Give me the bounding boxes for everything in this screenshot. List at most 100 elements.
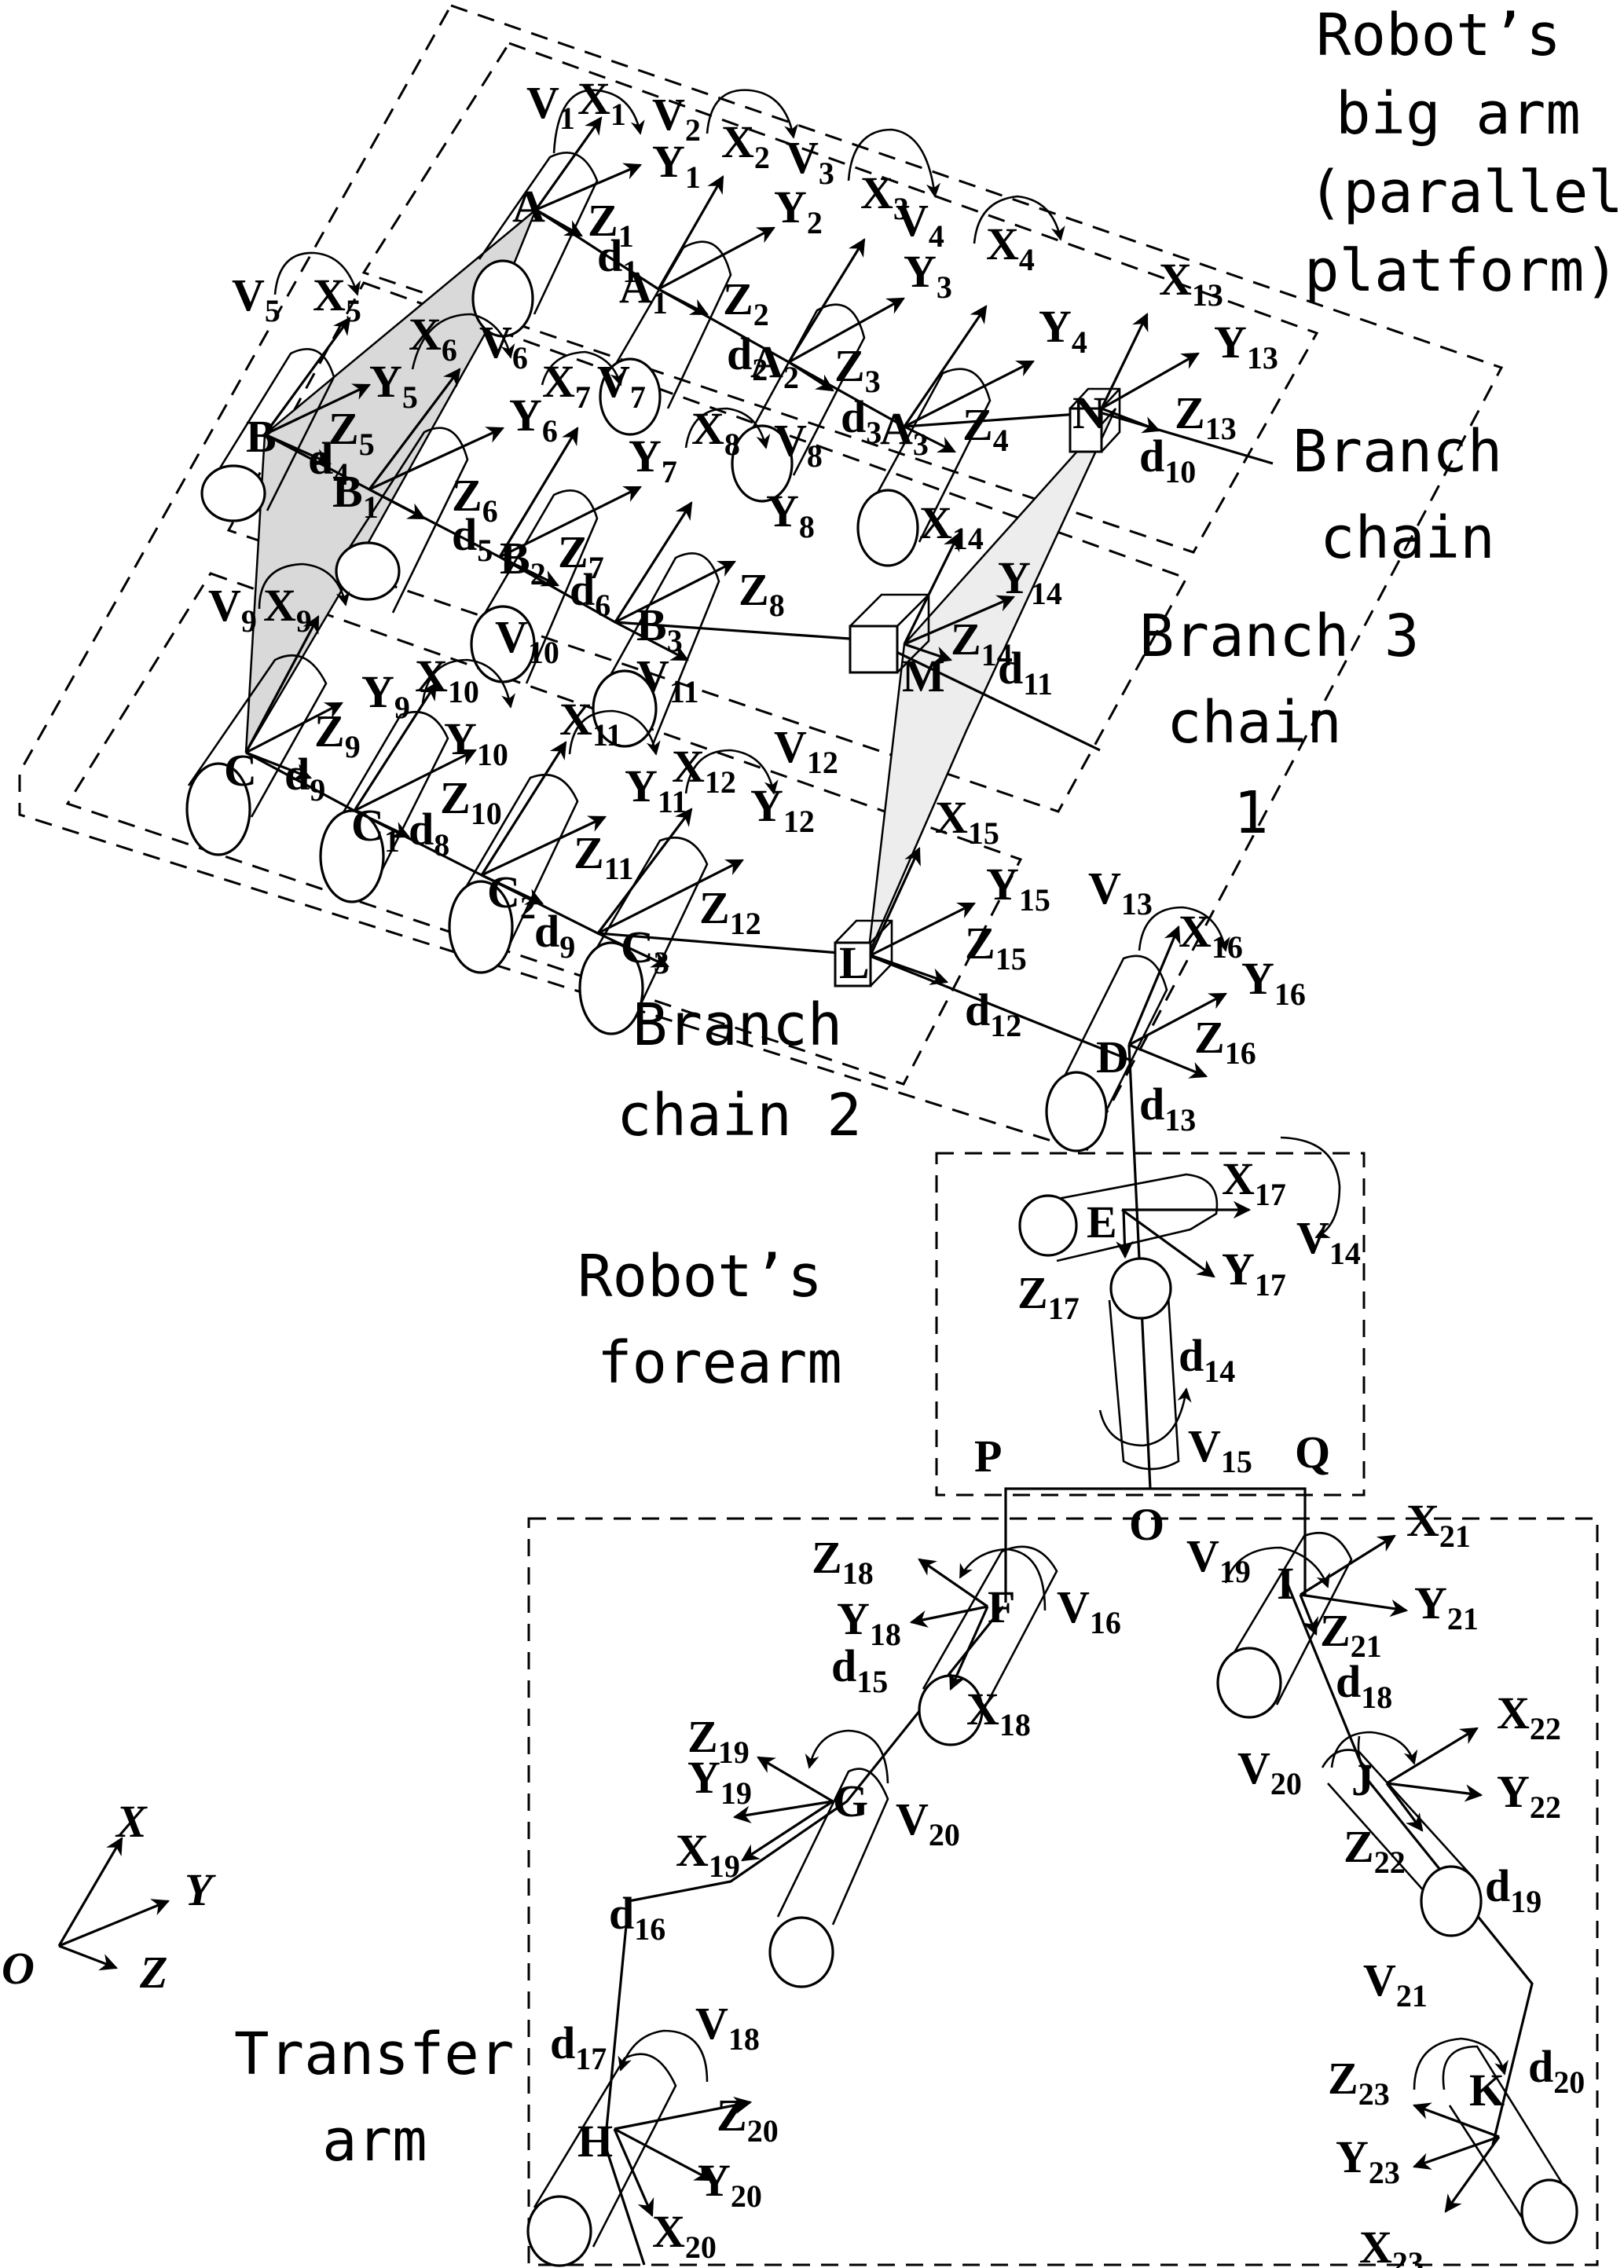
caption-big-arm: Robot’s big arm (parallel platform)	[1304, 2, 1624, 305]
axis-label-Y17: Y17	[1222, 1244, 1286, 1303]
axis-label-Z3: Z3	[834, 340, 881, 399]
pq-bar	[1004, 1487, 1307, 1603]
axis-label-Z4: Z4	[962, 399, 1009, 458]
axis-label-Y3: Y3	[904, 246, 952, 305]
cylinder-D	[1045, 954, 1168, 1152]
rotation-arcs	[258, 89, 1509, 2090]
branch-chain-1-box	[361, 42, 1319, 554]
axis-label-X9: X9	[263, 580, 312, 639]
distance-label-d18: d18	[1336, 1656, 1392, 1715]
joint-label-B: B	[246, 411, 277, 462]
caption-branch-chain-3: Branch 3 chain	[1139, 603, 1454, 757]
axis-label-X12: X12	[672, 741, 736, 800]
joint-label-G: G	[833, 1775, 868, 1826]
axis-label-Z16: Z16	[1194, 1012, 1256, 1071]
distance-label-d15: d15	[831, 1640, 888, 1699]
cylinder-E	[1018, 1173, 1219, 1262]
joint-label-J: J	[1351, 1754, 1374, 1805]
distance-label-d20: d20	[1528, 2041, 1585, 2100]
distance-label-d14: d14	[1179, 1330, 1235, 1389]
axis-label-Z8: Z8	[739, 564, 785, 623]
distance-label-d5: d5	[452, 509, 493, 568]
axis-label-Z20: Z20	[717, 2090, 779, 2149]
joint-label-L: L	[839, 937, 870, 988]
axis-label-Y1: Y1	[652, 136, 701, 195]
axis-label-Z19: Z19	[687, 1711, 750, 1770]
world-x-label: X	[115, 1796, 148, 1847]
axis-label-Y13: Y13	[1214, 317, 1278, 376]
axis-label-Z9: Z9	[314, 705, 361, 764]
cylinder-forearm	[1108, 1257, 1180, 1471]
axis-label-X13: X13	[1159, 254, 1223, 313]
cylinder-F	[918, 1545, 1058, 1746]
axis-label-Z18: Z18	[812, 1532, 874, 1591]
cylinder-C3	[578, 837, 709, 1035]
caption-transfer-arm: Transfer arm	[234, 2021, 549, 2175]
axis-label-X14: X14	[919, 497, 984, 556]
cylinder-I	[1216, 1532, 1353, 1719]
world-z-axis	[58, 1944, 119, 1971]
rotation-label-V19: V19	[1186, 1530, 1251, 1589]
joint-label-C1: C1	[351, 800, 400, 859]
joint-label-K: K	[1469, 2065, 1505, 2116]
distance-label-d4: d4	[308, 433, 349, 492]
rotation-label-V13: V13	[1088, 863, 1153, 921]
rotation-label-V20: V20	[896, 1794, 960, 1852]
axis-label-X8: X8	[691, 403, 740, 462]
joint-label-M: M	[902, 650, 945, 702]
rotation-label-V21: V21	[1363, 1955, 1428, 2013]
distance-labels: d1d2d3d4d5d6d8d9d10d11d12d13d14d15d16d17…	[284, 230, 1585, 2100]
left-transfer-link	[603, 1605, 1005, 2266]
joint-label-O: O	[1129, 1499, 1164, 1550]
rotation-label-V1: V1	[526, 77, 575, 136]
distance-label-d17: d17	[550, 2017, 607, 2076]
joint-label-B3: B3	[636, 599, 683, 658]
axis-label-Z11: Z11	[574, 827, 633, 886]
axis-label-Y12: Y12	[750, 780, 815, 839]
joint-label-A: A	[512, 181, 545, 232]
cylinder-A	[471, 152, 599, 338]
axis-label-Y15: Y15	[986, 859, 1050, 918]
rotation-label-V20-right: V20	[1237, 1742, 1302, 1801]
axis-label-X6: X6	[409, 309, 457, 368]
joint-label-A3: A3	[880, 403, 929, 462]
caption-forearm: Robot’s forearm	[577, 1243, 857, 1397]
axis-label-X23: X23	[1359, 2222, 1424, 2268]
axis-label-Y7: Y7	[629, 431, 677, 489]
cube-N	[1069, 387, 1121, 453]
cylinder-B1	[335, 427, 469, 614]
distance-label-d9-lower: d9	[534, 906, 575, 965]
distance-label-d11: d11	[998, 643, 1053, 702]
world-z-label: Z	[139, 1947, 167, 1998]
rotation-label-V8: V8	[774, 415, 823, 474]
big-arm-outer-box	[18, 4, 1504, 1153]
cylinder-K	[1442, 2045, 1578, 2244]
caption-branch-chain-1: Branch chain 1	[1234, 418, 1538, 847]
region-captions: Robot’s big arm (parallel platform) Bran…	[234, 2, 1624, 2175]
rotation-label-V18: V18	[695, 1998, 760, 2057]
axis-label-Z21: Z21	[1320, 1605, 1382, 1664]
distance-label-d3: d3	[841, 391, 882, 450]
axis-label-X7: X7	[542, 356, 591, 415]
rotation-label-V2: V2	[652, 89, 701, 148]
joint-label-I: I	[1277, 1558, 1295, 1609]
axis-label-Z14: Z14	[951, 614, 1013, 672]
cylinder-A3	[856, 368, 992, 567]
axis-label-X17: X17	[1222, 1153, 1286, 1212]
cylinder-C2	[448, 774, 579, 974]
forearm-box	[935, 1152, 1366, 1497]
joint-cylinders	[185, 152, 1578, 2267]
joint-label-C2: C2	[487, 867, 536, 925]
world-y-label: Y	[185, 1864, 216, 1915]
axis-label-X16: X16	[1179, 906, 1243, 965]
joint-label-N: N	[1072, 387, 1105, 438]
axis-label-X22: X22	[1497, 1687, 1561, 1746]
axis-label-X5: X5	[313, 269, 361, 328]
distance-label-d12: d12	[965, 984, 1021, 1043]
axis-label-Z1: Z1	[588, 195, 634, 254]
axis-label-X3: X3	[860, 167, 909, 226]
caption-branch-chain-2: Branch chain 2	[617, 991, 878, 1149]
rotation-label-V16: V16	[1057, 1581, 1121, 1640]
